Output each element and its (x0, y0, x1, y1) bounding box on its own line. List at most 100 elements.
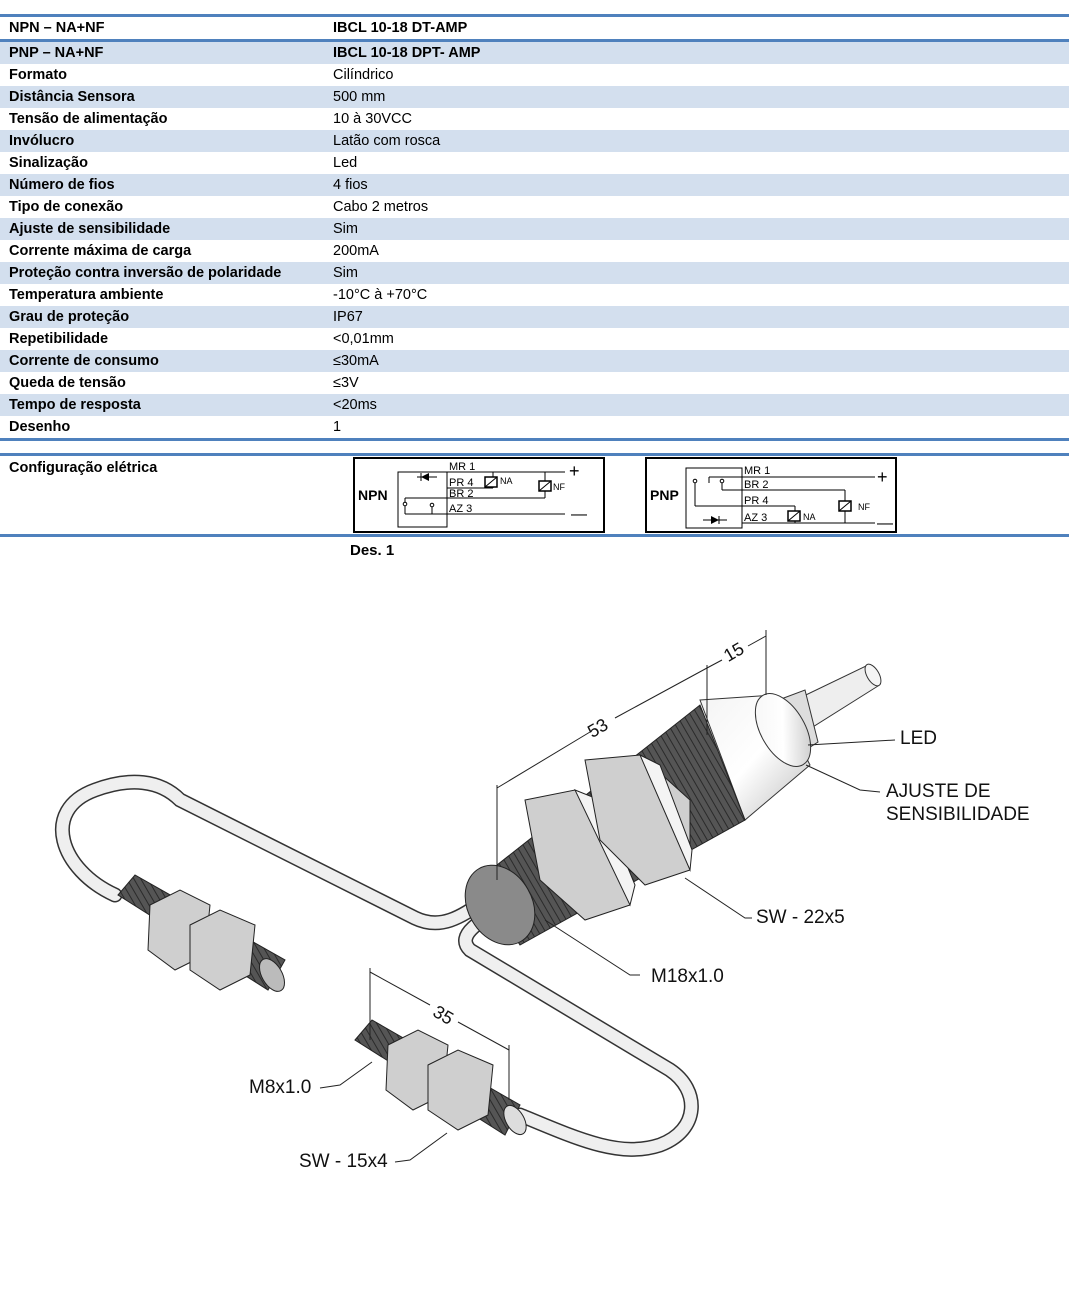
table-row: Formato Cilíndrico (0, 64, 1069, 86)
wire-label: PR 4 (744, 495, 768, 507)
table-row: Corrente de consumo≤30mA (0, 350, 1069, 372)
spec-value: 200mA (333, 243, 379, 259)
table-row: Tensão de alimentação 10 à 30VCC (0, 108, 1069, 130)
wire-label: MR 1 (449, 461, 475, 473)
config-bottom-rule (0, 534, 1069, 537)
table-row: Temperatura ambiente -10°C à +70°C (0, 284, 1069, 306)
cable (54, 774, 699, 1157)
m8-callout: M8x1.0 (249, 1077, 312, 1098)
na-label: NA (803, 512, 816, 522)
spec-label: Queda de tensão (9, 375, 126, 391)
spec-label: PNP – NA+NF (9, 45, 104, 61)
spec-value: Latão com rosca (333, 133, 441, 149)
pnp-type-label: PNP (650, 487, 679, 503)
wire-label: BR 2 (744, 479, 768, 491)
spec-label: Tipo de conexão (9, 199, 124, 215)
spec-value: IP67 (333, 309, 363, 325)
table-row: Sinalização Led (0, 152, 1069, 174)
spec-value: 500 mm (333, 89, 386, 105)
na-label: NA (500, 476, 513, 486)
sensor-box (397, 471, 448, 528)
spec-label: Desenho (9, 419, 71, 435)
spec-value: Led (333, 155, 358, 171)
sw22-callout: SW - 22x5 (756, 907, 845, 928)
ajuste-callout-line2: SENSIBILIDADE (886, 804, 1030, 825)
spec-value: IBCL 10-18 DT-AMP (333, 20, 468, 36)
spec-value: ≤30mA (333, 353, 379, 369)
table-row: Queda de tensão ≤3V (0, 372, 1069, 394)
spec-label: Temperatura ambiente (9, 287, 164, 303)
spec-label: Distância Sensora (9, 89, 135, 105)
header-rule (0, 39, 1069, 42)
table-row: Repetibilidade <0,01mm (0, 328, 1069, 350)
table-row: Tipo de conexão Cabo 2 metros (0, 196, 1069, 218)
table-bottom-rule (0, 438, 1069, 441)
m8-sensor-left (117, 874, 286, 992)
nf-label: NF (858, 502, 870, 512)
spec-value: 10 à 30VCC (333, 111, 412, 127)
plus-label: + (569, 461, 580, 481)
wire-label: MR 1 (744, 465, 770, 477)
spec-value: ≤3V (333, 375, 359, 391)
switch-contact (402, 501, 408, 507)
table-top-rule (0, 14, 1069, 17)
pnp-schematic: PNP MR 1 BR 2 PR 4 AZ 3 NA NF (645, 457, 897, 533)
spec-label: NPN – NA+NF (9, 20, 105, 36)
spec-value: Sim (333, 265, 358, 281)
spec-label: Repetibilidade (9, 331, 109, 347)
config-label: Configuração elétrica (9, 460, 158, 476)
npn-type-label: NPN (358, 487, 388, 503)
spec-value: Cilíndrico (333, 67, 394, 83)
table-row: Proteção contra inversão de polaridade Si… (0, 262, 1069, 284)
sensor-drawing (54, 630, 896, 1163)
minus-label: — (571, 506, 587, 523)
m8-sensor-bottom (354, 1019, 527, 1136)
drawing-title: Des. 1 (350, 542, 395, 559)
minus-label: — (877, 515, 893, 532)
spec-label: Formato (9, 67, 67, 83)
spec-label: Proteção contra inversão de polaridade (9, 265, 282, 281)
table-row-npn: NPN – NA+NF IBCL 10-18 DT-AMP (0, 17, 1069, 39)
npn-schematic: NPN MR 1 PR 4 BR 2 AZ 3 NA NF + (353, 457, 605, 533)
dimension-lines (369, 630, 767, 1100)
ajuste-callout-line1: AJUSTE DE (886, 781, 991, 802)
table-row: Invólucro Latão com rosca (0, 130, 1069, 152)
spec-value: <20ms (333, 397, 377, 413)
wire-label: PR 4 (449, 477, 473, 489)
spec-label: Tempo de resposta (9, 397, 141, 413)
led-callout: LED (900, 728, 937, 749)
table-row: Corrente máxima de carga 200mA (0, 240, 1069, 262)
spec-label: Corrente máxima de carga (9, 243, 192, 259)
spec-label: Sinalização (9, 155, 88, 171)
sensor-box (685, 467, 743, 529)
switch-contact (692, 478, 698, 484)
spec-label: Invólucro (9, 133, 75, 149)
spec-table: NPN – NA+NF IBCL 10-18 DT-AMP PNP – NA+N… (0, 14, 1069, 441)
spec-label: Tensão de alimentação (9, 111, 168, 127)
spec-value: <0,01mm (333, 331, 394, 347)
table-row: Distância Sensora 500 mm (0, 86, 1069, 108)
spec-value: 1 (333, 419, 342, 435)
m18-callout: M18x1.0 (651, 966, 724, 987)
wire-label: AZ 3 (744, 512, 767, 524)
table-row: Desenho 1 (0, 416, 1069, 438)
table-row: Grau de proteção IP67 (0, 306, 1069, 328)
switch-contact (429, 502, 435, 508)
spec-value: Sim (333, 221, 358, 237)
wire-label: AZ 3 (449, 503, 472, 515)
sw15-callout: SW - 15x4 (299, 1151, 388, 1172)
table-row: Tempo de resposta <20ms (0, 394, 1069, 416)
nf-label: NF (553, 482, 565, 492)
spec-value: Cabo 2 metros (333, 199, 429, 215)
switch-contact (719, 478, 725, 484)
plus-label: + (877, 467, 888, 487)
spec-value: -10°C à +70°C (333, 287, 428, 303)
main-sensor (464, 663, 882, 946)
table-row-pnp: PNP – NA+NF IBCL 10-18 DPT- AMP (0, 42, 1069, 64)
spec-value: IBCL 10-18 DPT- AMP (333, 45, 481, 61)
config-top-rule (0, 453, 1069, 456)
spec-label: Grau de proteção (9, 309, 130, 325)
spec-value: 4 fios (333, 177, 368, 193)
